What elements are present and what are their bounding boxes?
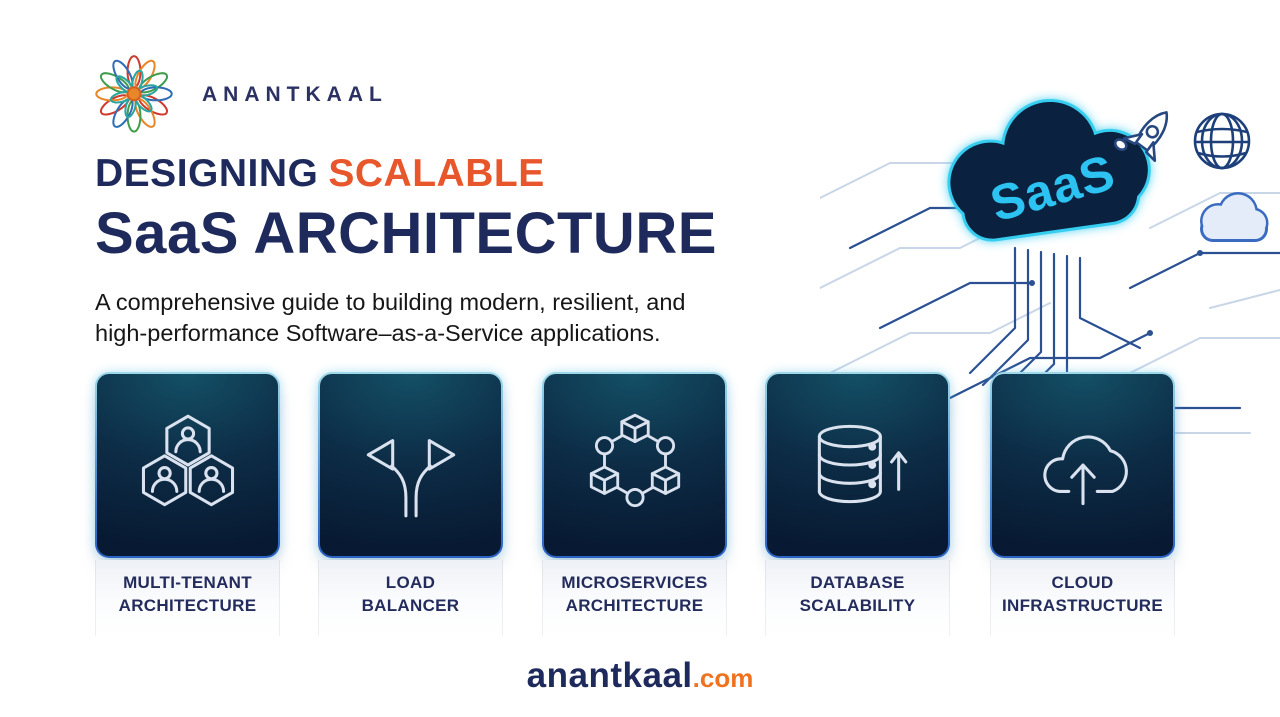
globe-icon — [1193, 112, 1251, 170]
cloud-upload-icon — [1042, 435, 1128, 506]
card-load-balancer-face — [318, 372, 503, 558]
database-up-arrow-icon — [817, 424, 907, 504]
page-title-line2: SaaS ARCHITECTURE — [95, 201, 717, 266]
card-microservices-face — [542, 372, 727, 558]
card-multi-tenant: MULTI-TENANT ARCHITECTURE — [95, 372, 280, 636]
subtitle-line2: high-performance Software–as-a-Service a… — [95, 320, 661, 347]
card-label: MICROSERVICES ARCHITECTURE — [561, 573, 708, 615]
footer-domain-tld: .com — [692, 663, 754, 693]
footer-domain-name: anantkaal — [526, 656, 693, 695]
card-label-panel: DATABASE SCALABILITY — [765, 560, 950, 636]
card-label-panel: MICROSERVICES ARCHITECTURE — [542, 560, 727, 636]
card-database-scalability: DATABASE SCALABILITY — [765, 372, 950, 636]
card-label: MULTI-TENANT ARCHITECTURE — [118, 573, 257, 615]
subtitle-line1: A comprehensive guide to building modern… — [95, 289, 686, 315]
card-load-balancer: LOAD BALANCER — [318, 372, 503, 636]
card-label: LOAD BALANCER — [361, 573, 460, 615]
card-cloud-infrastructure: CLOUD INFRASTRUCTURE — [990, 372, 1175, 636]
brand-name: ANANTKAAL — [202, 83, 388, 106]
card-label-panel: CLOUD INFRASTRUCTURE — [990, 560, 1175, 636]
card-label-panel: LOAD BALANCER — [318, 560, 503, 636]
card-multi-tenant-face — [95, 372, 280, 558]
card-label: CLOUD INFRASTRUCTURE — [1002, 573, 1163, 615]
saas-cloud-icon: SaaS — [947, 98, 1151, 242]
card-label: DATABASE SCALABILITY — [799, 573, 916, 615]
card-cloud-infrastructure-face — [990, 372, 1175, 558]
footer: anantkaal.com — [0, 656, 1280, 696]
brand-header: ANANTKAAL — [88, 46, 388, 138]
title-designing: DESIGNING — [95, 152, 319, 195]
feature-cards-row: MULTI-TENANT ARCHITECTURE LOAD BALANCER — [0, 372, 1280, 652]
title-scalable: SCALABLE — [328, 152, 545, 195]
card-microservices: MICROSERVICES ARCHITECTURE — [542, 372, 727, 636]
anantkaal-mandala-logo-icon — [95, 55, 173, 133]
multi-tenant-hexagon-users-icon — [141, 414, 234, 507]
split-arrows-icon — [366, 439, 455, 518]
card-label-panel: MULTI-TENANT ARCHITECTURE — [95, 560, 280, 636]
card-database-scalability-face — [765, 372, 950, 558]
rocket-icon — [1113, 111, 1169, 163]
connected-nodes-cubes-icon — [589, 413, 680, 508]
small-cloud-icon — [1200, 192, 1269, 242]
subtitle: A comprehensive guide to building modern… — [95, 287, 795, 350]
saas-cloud-illustration: SaaS — [819, 78, 1280, 480]
